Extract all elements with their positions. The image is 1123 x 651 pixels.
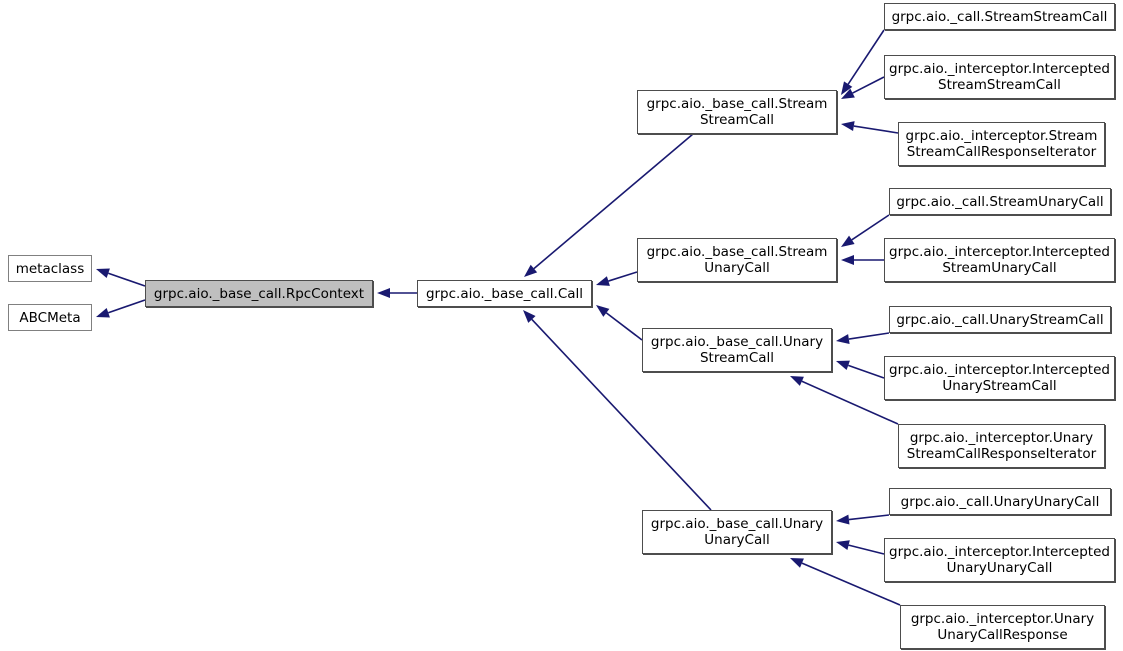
edge-interceptedstreamstream-base-arrowhead-icon: [841, 88, 855, 99]
edge-callunarystream-base: [836, 332, 890, 345]
edge-callstreamunary-base: [841, 214, 890, 247]
class-node-call-unary-stream[interactable]: grpc.aio._call.UnaryStreamCall: [889, 306, 1111, 333]
edge-streamunary-call: [596, 271, 638, 286]
edge-interceptedstreamunary-base: [841, 255, 884, 265]
class-node-abcmeta[interactable]: ABCMeta: [8, 304, 92, 331]
edge-callunaryunary-base: [836, 514, 890, 525]
edge-callstreamstream-base-arrowhead-icon: [841, 81, 853, 95]
edge-unarystream-call-arrowhead-icon: [596, 305, 610, 317]
class-node-base-stream-stream[interactable]: grpc.aio._base_call.Stream StreamCall: [637, 90, 837, 134]
edge-interceptedunarystream-base: [836, 360, 885, 379]
edge-interceptedstreamstream-base: [841, 76, 885, 99]
class-node-metaclass[interactable]: metaclass: [8, 255, 92, 282]
edge-unarystream-call: [596, 305, 643, 341]
edge-interceptedunarystream-base-arrowhead-icon: [836, 360, 850, 371]
class-node-stream-stream-response-iterator[interactable]: grpc.aio._interceptor.Stream StreamCallR…: [898, 122, 1105, 166]
edge-callunarystream-base-arrowhead-icon: [836, 334, 850, 345]
edge-unarystreamiterator-base-arrowhead-icon: [790, 376, 804, 386]
edge-streamunary-call-arrowhead-icon: [596, 276, 610, 286]
edge-call-rpccontext-arrowhead-icon: [377, 288, 390, 298]
edge-rpccontext-metaclass-arrowhead-icon: [96, 268, 110, 278]
class-node-call-stream-stream[interactable]: grpc.aio._call.StreamStreamCall: [884, 3, 1115, 30]
class-node-intercepted-stream-unary[interactable]: grpc.aio._interceptor.Intercepted Stream…: [884, 238, 1115, 282]
edge-call-rpccontext: [377, 288, 417, 298]
class-node-unary-stream-response-iterator[interactable]: grpc.aio._interceptor.Unary StreamCallRe…: [898, 424, 1105, 468]
class-node-intercepted-unary-unary[interactable]: grpc.aio._interceptor.Intercepted UnaryU…: [884, 538, 1115, 582]
edge-unarystreamiterator-base: [790, 376, 899, 425]
edge-rpccontext-metaclass: [96, 268, 146, 287]
class-node-call[interactable]: grpc.aio._base_call.Call: [417, 280, 592, 307]
edge-callunaryunary-base-arrowhead-icon: [836, 514, 850, 525]
class-node-base-stream-unary[interactable]: grpc.aio._base_call.Stream UnaryCall: [637, 238, 837, 282]
class-node-base-unary-stream[interactable]: grpc.aio._base_call.Unary StreamCall: [642, 328, 832, 372]
class-node-base-unary-unary[interactable]: grpc.aio._base_call.Unary UnaryCall: [642, 510, 832, 554]
edge-rpccontext-abcmeta: [96, 299, 146, 318]
edge-interceptedunaryunary-base: [836, 540, 885, 555]
edge-streamstreamiterator-base-arrowhead-icon: [841, 121, 855, 131]
edge-interceptedunaryunary-base-arrowhead-icon: [836, 540, 850, 551]
edge-streamstreamiterator-base: [841, 121, 899, 134]
edge-callstreamstream-base: [841, 29, 885, 95]
class-node-intercepted-stream-stream[interactable]: grpc.aio._interceptor.Intercepted Stream…: [884, 55, 1115, 99]
class-node-unary-unary-call-response[interactable]: grpc.aio._interceptor.Unary UnaryCallRes…: [900, 605, 1105, 649]
class-node-rpccontext[interactable]: grpc.aio._base_call.RpcContext: [145, 280, 373, 307]
edge-streamstream-call-arrowhead-icon: [524, 264, 538, 277]
edge-interceptedstreamunary-base-arrowhead-icon: [841, 255, 854, 265]
edge-rpccontext-abcmeta-arrowhead-icon: [96, 308, 110, 318]
edge-callstreamunary-base-arrowhead-icon: [841, 235, 855, 247]
edge-unaryunary-call-arrowhead-icon: [523, 310, 536, 323]
class-node-intercepted-unary-stream[interactable]: grpc.aio._interceptor.Intercepted UnaryS…: [884, 356, 1115, 400]
class-node-call-unary-unary[interactable]: grpc.aio._call.UnaryUnaryCall: [889, 488, 1111, 515]
edge-unaryunaryresponse-base-arrowhead-icon: [790, 558, 804, 568]
class-node-call-stream-unary[interactable]: grpc.aio._call.StreamUnaryCall: [889, 188, 1111, 215]
